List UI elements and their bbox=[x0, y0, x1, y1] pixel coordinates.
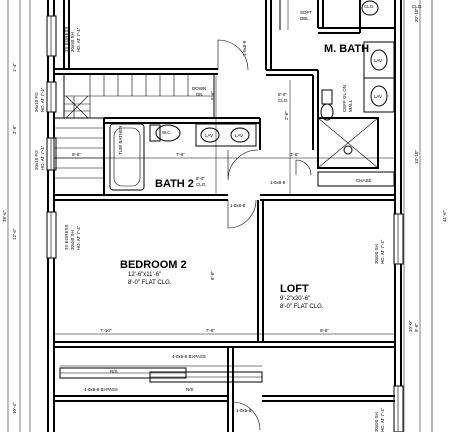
door-label: 1-0x6-8 bbox=[236, 408, 252, 413]
dimension-lines bbox=[54, 0, 405, 432]
lav-label: LAV bbox=[374, 94, 382, 99]
dim-label: 3'-6" bbox=[12, 125, 17, 134]
dimension-labels: 1'-4" 3'-6" 12'-6" 10'-4" 39'-6" 13'-10"… bbox=[2, 8, 447, 414]
left-windows bbox=[46, 15, 57, 259]
mbath-fixtures bbox=[320, 0, 388, 155]
clg-label: CLG. bbox=[364, 4, 375, 9]
dim-label: 7'-10" bbox=[100, 328, 112, 333]
mbath-label: M. BATH bbox=[324, 43, 369, 55]
rs-label: R/S bbox=[186, 387, 194, 392]
loft-ceiling: 8'-0" FLAT CLG. bbox=[280, 304, 324, 310]
window-label: 30x50 SH bbox=[374, 244, 379, 264]
dim-label: 5'-6" bbox=[210, 91, 215, 100]
window-label: HD. AT 7'-4" bbox=[380, 407, 385, 432]
dim-label: 8'-0" bbox=[210, 271, 215, 280]
window-label: 30x50 SH bbox=[70, 32, 75, 52]
window-label: HD. AT 7'-4" bbox=[380, 239, 385, 264]
door-label: 1-0x6-8 bbox=[230, 203, 246, 208]
bath2-fixtures bbox=[109, 123, 257, 191]
wc-label: W.C. bbox=[162, 130, 172, 135]
door-swings bbox=[217, 39, 312, 431]
exterior-walls bbox=[7, 0, 433, 432]
window-label: 20x10 FG bbox=[34, 150, 39, 170]
bedroom2-size: 12'-6"x11'-6" bbox=[128, 272, 161, 278]
window-label: 3X EGRESS bbox=[64, 26, 69, 52]
window-label: 30x50 SH bbox=[70, 230, 75, 250]
chase-label: CHASE bbox=[356, 178, 372, 183]
dim-label: 7'-6" bbox=[176, 152, 185, 157]
right-windows bbox=[393, 213, 404, 432]
note: DN bbox=[196, 92, 203, 97]
dim-label: 9'-6" bbox=[72, 152, 81, 157]
note: 8'-0" bbox=[196, 176, 205, 181]
door-labels: 1-0x6-8 1-0x6-8 1-0x6-8 1-0x6-8 4-0x6-8 … bbox=[84, 40, 286, 413]
window-labels: 3X EGRESS 30x50 SH HD. AT 7'-4" 3X EGRES… bbox=[34, 26, 385, 432]
loft-size: 9'-2"x20'-6" bbox=[280, 296, 310, 302]
tub-label: TUB/ BATHER bbox=[118, 125, 123, 155]
note: 8'-0" bbox=[278, 92, 287, 97]
bedroom2-label: BEDROOM 2 bbox=[120, 259, 187, 271]
bath2-label: BATH 2 bbox=[155, 178, 194, 190]
note: CEFF GL ON bbox=[342, 85, 347, 112]
window-label: 20x10 FG bbox=[34, 92, 39, 112]
dim-label: 9'-6" bbox=[320, 328, 329, 333]
interior-walls bbox=[54, 0, 395, 432]
note: WALL bbox=[348, 99, 353, 112]
room-labels: M. BATH BATH 2 BEDROOM 2 12'-6"x11'-6" 8… bbox=[120, 43, 369, 310]
window-label: HD. AT 7'-4" bbox=[76, 27, 81, 52]
window-label: 30x50 SH bbox=[374, 412, 379, 432]
note: CLG. bbox=[278, 98, 289, 103]
dim-label: 41'-6" bbox=[442, 210, 447, 222]
window-label: HD. AT 7'-4" bbox=[40, 145, 45, 170]
lav-label: LAV bbox=[205, 133, 213, 138]
closet-shelves bbox=[59, 365, 263, 383]
door-label: 1-0x6-8 bbox=[242, 40, 247, 56]
dim-label: 2'-6" bbox=[284, 111, 289, 120]
dim-label: 10'-0" bbox=[408, 320, 413, 332]
dim-label: 7'-6" bbox=[206, 328, 215, 333]
fixture-labels: W.C. LAV LAV LAV LAV TUB/ BATHER DOWN CL… bbox=[110, 4, 423, 392]
dim-label: 9'-6" bbox=[414, 323, 419, 332]
clg-label: CLG. bbox=[412, 4, 423, 9]
note: SOFT bbox=[300, 10, 312, 15]
dim-label: 13'-10" bbox=[414, 150, 419, 164]
window-label: 3X EGRESS bbox=[64, 224, 69, 250]
stairs bbox=[53, 73, 215, 196]
rs-label: R/S bbox=[110, 369, 118, 374]
bipass-label: 4-0x6-8 BI-PASS bbox=[172, 354, 206, 359]
door-label: 1-0x6-8 bbox=[270, 180, 286, 185]
bedroom2-ceiling: 8'-0" FLAT CLG. bbox=[128, 280, 172, 286]
dim-label: 12'-6" bbox=[12, 228, 17, 240]
lav-label: LAV bbox=[374, 58, 382, 63]
bipass-label: 4-0x6-8 BI-PASS bbox=[84, 387, 118, 392]
dim-label: 3'-6" bbox=[290, 152, 299, 157]
lav-label: LAV bbox=[235, 133, 243, 138]
down-label: DOWN bbox=[192, 86, 206, 91]
window-label: HD. AT 7'-4" bbox=[40, 87, 45, 112]
dim-label: 20'-10" bbox=[414, 8, 419, 22]
plan-notes: SOFT DBL. 8'-0" CLG. CEFF GL ON WALL DN … bbox=[196, 10, 353, 187]
dim-label: 39'-6" bbox=[2, 210, 7, 222]
dim-label: 10'-4" bbox=[12, 402, 17, 414]
note: CLG. bbox=[196, 182, 207, 187]
dim-label: 1'-4" bbox=[12, 63, 17, 72]
loft-label: LOFT bbox=[280, 283, 309, 295]
note: DBL. bbox=[300, 16, 310, 21]
window-label: HD. AT 7'-4" bbox=[76, 225, 81, 250]
